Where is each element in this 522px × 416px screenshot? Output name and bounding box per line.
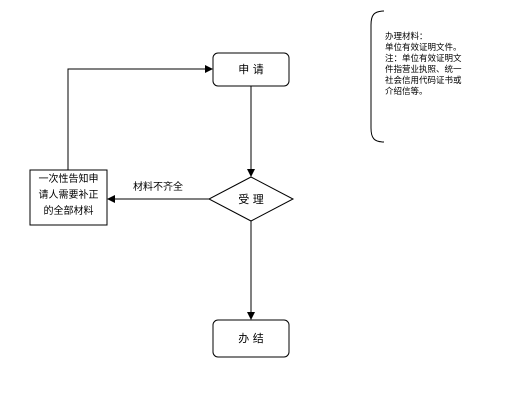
- notify-label: 一次性告知申 请人需要补正 的全部材料: [30, 172, 107, 220]
- apply-label: 申 请: [238, 63, 264, 76]
- incomplete-materials-label: 材料不齐全: [133, 182, 183, 193]
- complete-box: [212, 319, 290, 358]
- notify-label-line-3: 的全部材料: [43, 206, 94, 217]
- note-line-6: 介绍信等。: [385, 87, 428, 97]
- note-brace: [370, 10, 385, 143]
- edge-notify-to-apply: [67, 65, 213, 170]
- notify-label-line-1: 一次性告知申: [38, 174, 99, 185]
- note-line-4: 件指营业执照、统一: [385, 65, 462, 75]
- notify-label-line-2: 请人需要补正: [38, 190, 99, 201]
- complete-label: 办 结: [238, 332, 264, 345]
- note-line-5: 社会信用代码证书或: [385, 76, 462, 86]
- note-line-1: 办理材料：: [385, 32, 428, 42]
- accept-label: 受 理: [238, 192, 264, 206]
- note-line-2: 单位有效证明文件。: [385, 43, 462, 53]
- notify-box: [29, 169, 108, 226]
- note-line-3: 注：单位有效证明文: [385, 54, 462, 64]
